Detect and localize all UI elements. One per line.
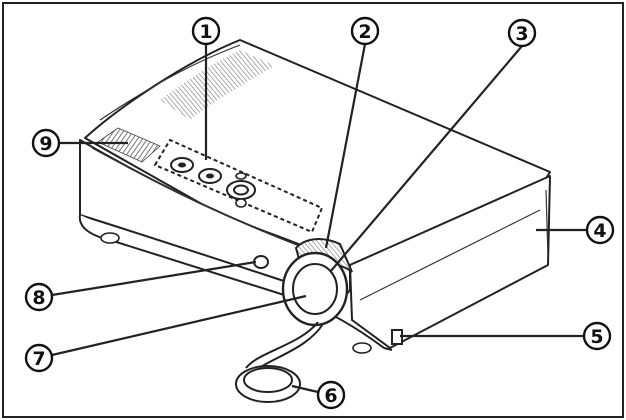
callout-9: 9 (31, 128, 61, 158)
front-foot-right (352, 342, 372, 354)
intake-vent (97, 127, 161, 163)
leader-lines (51, 43, 587, 394)
lens-cap (235, 321, 324, 403)
callout-3: 3 (507, 18, 537, 48)
callout-2: 2 (350, 16, 380, 46)
callout-2-label: 2 (358, 21, 371, 43)
control-panel (153, 138, 324, 234)
callout-8: 8 (24, 282, 54, 312)
callout-1: 1 (191, 16, 221, 46)
callout-6-label: 6 (324, 385, 337, 407)
callout-9-label: 9 (39, 133, 52, 155)
remote-sensor (253, 255, 269, 269)
callout-5-label: 5 (590, 326, 603, 348)
callout-7: 7 (24, 343, 54, 373)
top-vent (160, 50, 275, 120)
callout-8-label: 8 (32, 287, 45, 309)
front-foot-left (100, 232, 120, 244)
callout-4: 4 (585, 215, 615, 245)
callout-1-label: 1 (199, 21, 212, 43)
callout-3-label: 3 (515, 23, 528, 45)
callout-4-label: 4 (593, 220, 606, 242)
callout-5: 5 (582, 321, 612, 351)
lens-glass (292, 263, 338, 315)
callout-7-label: 7 (32, 348, 45, 370)
lens-assembly (281, 238, 353, 327)
callout-6: 6 (316, 380, 346, 410)
